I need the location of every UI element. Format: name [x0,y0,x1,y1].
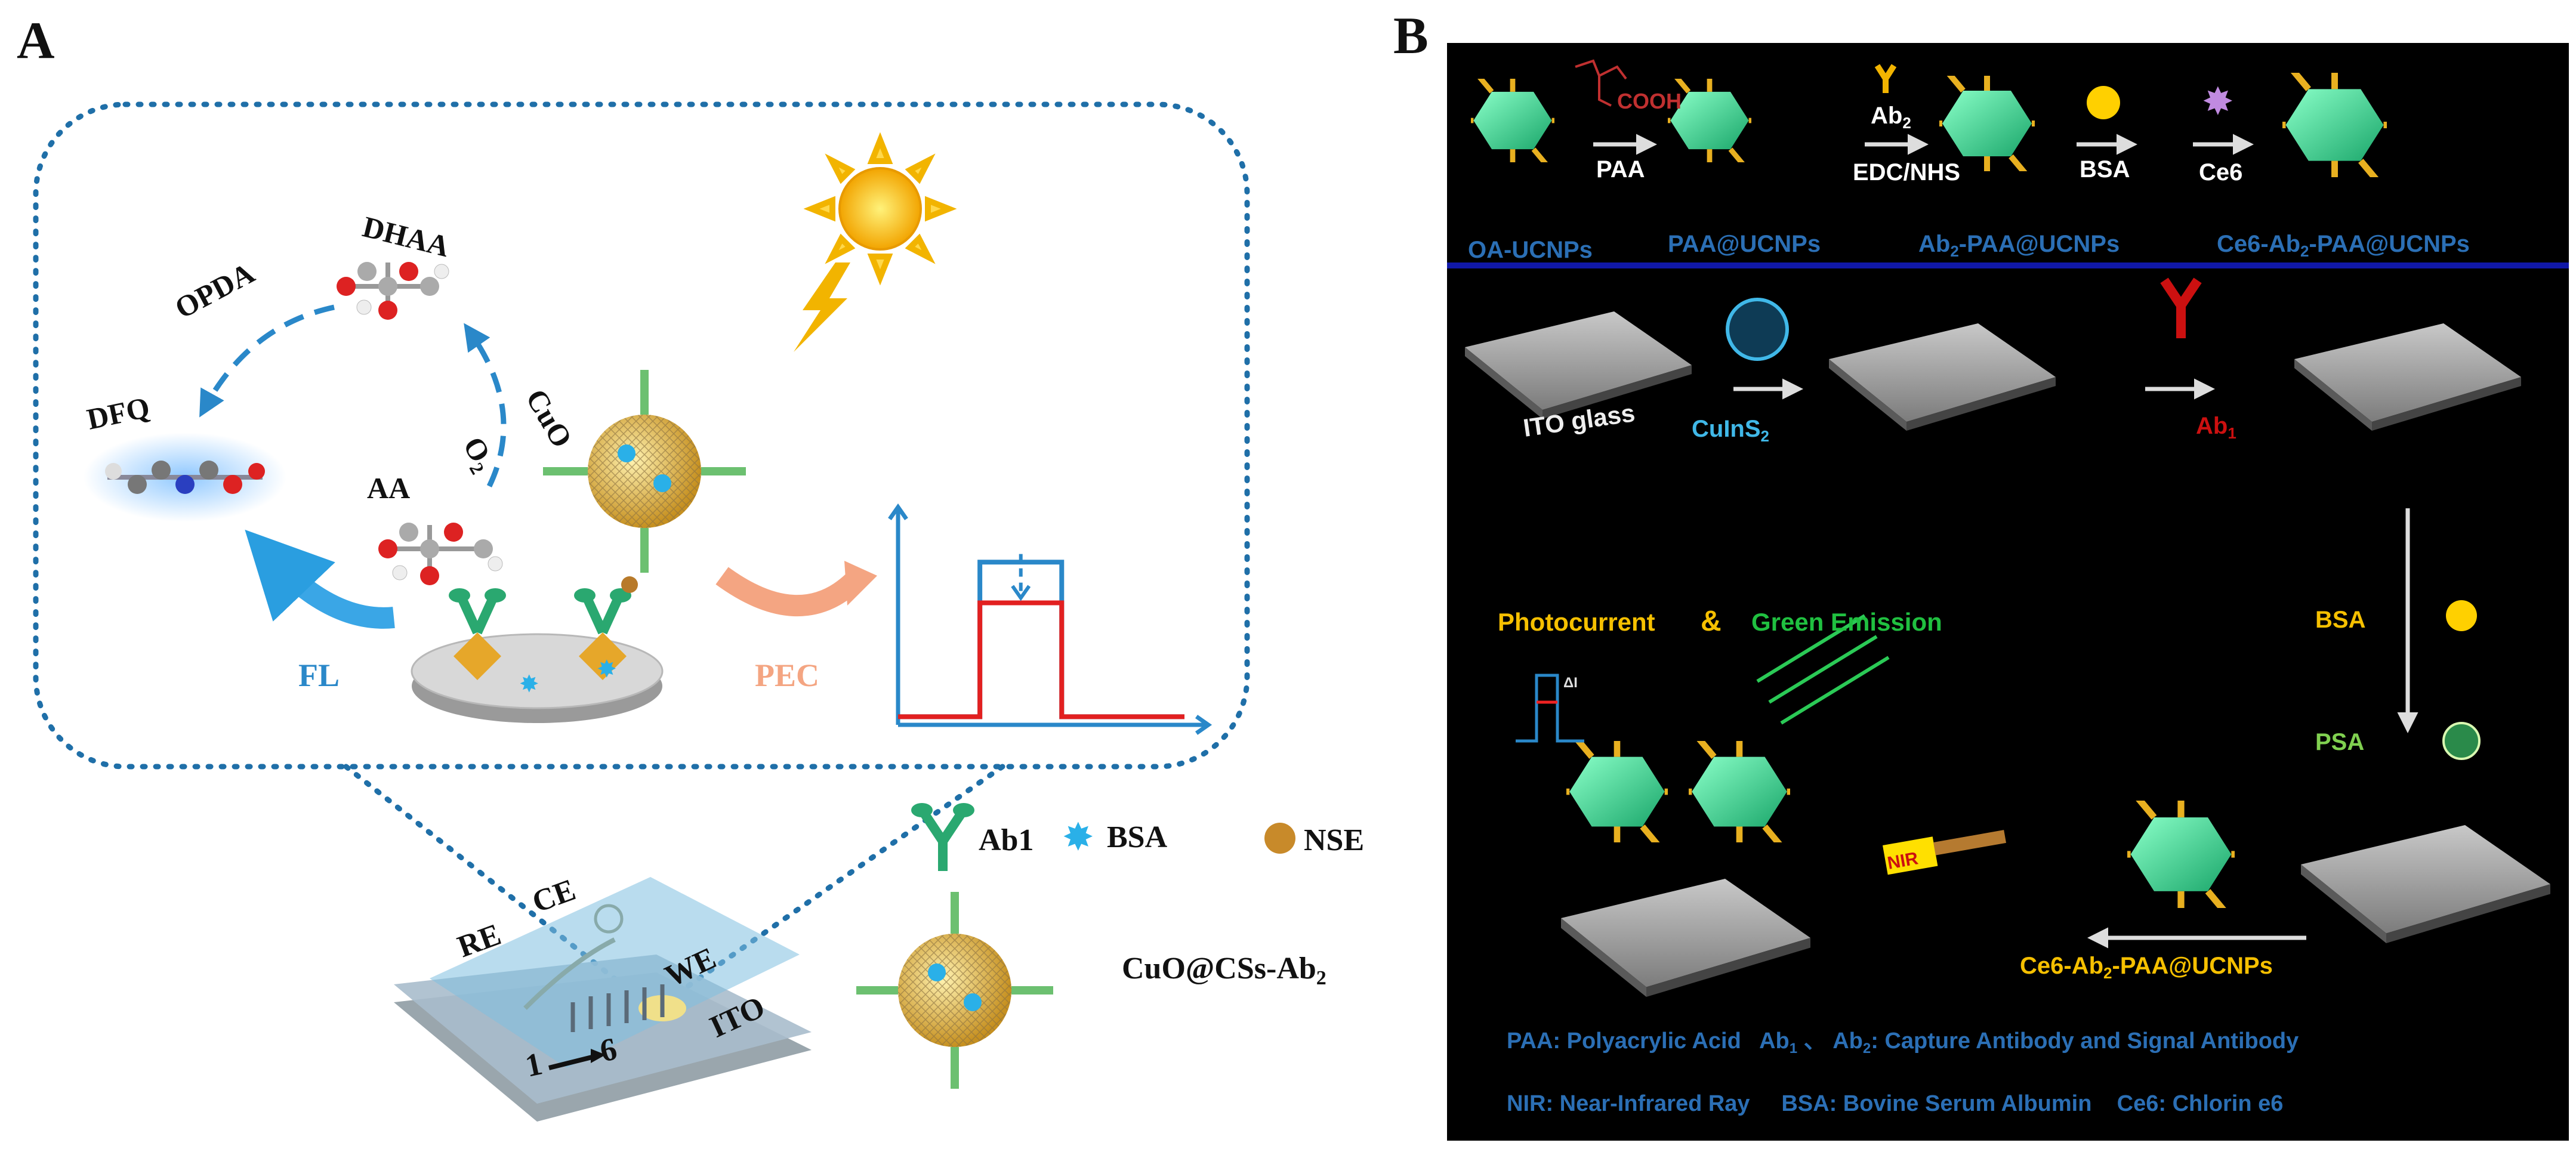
aa-molecule [378,523,503,585]
dhaa-label: DHAA [359,209,452,263]
lightning-icon [794,262,850,352]
bsa-block-icon [2446,600,2477,631]
edc-step-label: EDC/NHS [1853,159,1960,186]
photocurrent-mini-icon [1516,674,1584,743]
cuo-css-probe-legend [856,892,1053,1089]
panel-label-a: A [17,12,55,70]
ab2-reagent-icon [1874,64,1897,93]
cuo-label: CuO [519,384,579,453]
pec-arrowhead [844,561,877,606]
paa-step-label: PAA [1596,156,1645,183]
pec-series-lower [898,600,1184,719]
ito-glass-icon [1465,311,1692,419]
psa-chip-icon [2301,825,2550,943]
cuo-css-probe-top [543,370,746,573]
green-emission-label: Green Emission [1751,608,1942,636]
ce6-step-label: Ce6 [2199,159,2242,186]
panel-a: A [17,12,1364,1122]
dfq-molecule [84,433,286,522]
cooh-label: COOH [1617,89,1682,113]
ab2-reagent-label: Ab2 [1871,103,1911,132]
bsa-legend-icon: ✸ [1062,816,1094,858]
delta-i-label: ΔI [1563,675,1578,691]
probe-label: Ce6-Ab2-PAA@UCNPs [2020,953,2273,982]
panel-b-diagram: ✸ [1447,59,2569,1116]
bsa-step-label: BSA [2080,156,2130,183]
svg-text:✸: ✸ [519,671,539,697]
pec-chart [888,503,1213,735]
bound-probe-left-icon [1554,734,1681,848]
oa-ucnp-icon [1461,73,1565,168]
footnote-line-1: PAA: Polyacrylic Acid Ab1 、 Ab2: Capture… [1507,1029,2299,1057]
panel-b: ✸ [1447,43,2569,1141]
microfluidic-chip [394,877,812,1122]
ab1-legend-icon [911,803,974,871]
ab1-label: Ab1 [2196,413,2236,442]
ce6-ucnps-label: Ce6-Ab2-PAA@UCNPs [2217,231,2470,260]
footnote-line-2: NIR: Near-Infrared Ray BSA: Bovine Serum… [1507,1091,2283,1116]
cuo-arrow [464,323,507,487]
sun-icon [803,132,957,286]
pec-change-arrowhead [1011,585,1031,601]
bsa-reagent-icon [2087,86,2120,119]
pec-arrow [715,567,861,617]
green-emission-icon [1756,614,1890,725]
photocurrent-label: Photocurrent [1498,608,1655,636]
nir-laser-icon [1933,830,2006,855]
oa-ucnps-label: OA-UCNPs [1468,237,1593,263]
paa-ucnps-label: PAA@UCNPs [1668,231,1821,257]
paa-reagent-icon [1575,59,1627,107]
dotted-callout-frame [33,101,1250,770]
panel-label-b: B [1393,7,1429,65]
ab1-chip-icon [2294,323,2521,431]
fl-label: FL [298,657,340,693]
bound-probe-right-icon [1676,734,1803,848]
bsa-legend-label: BSA [1107,820,1168,854]
ampersand-label: & [1701,606,1722,637]
ce-label: CE [528,873,580,919]
ce6-ucnp-icon [2269,66,2400,184]
aa-label: AA [367,471,410,505]
sensor-chip-icon [1561,879,1810,997]
cuins2-label: CuInS2 [1692,416,1769,445]
ab1-reagent-icon [2160,277,2202,338]
svg-text:✸: ✸ [597,656,617,682]
dfq-label: DFQ [84,390,153,436]
opda-label: OPDA [169,256,260,325]
bsa-block-label: BSA [2315,607,2365,633]
psa-icon [2442,722,2481,760]
paa-ucnp-icon [1658,73,1762,168]
nir-label-box [1883,836,1938,875]
ce6-reagent-icon: ✸ [2202,81,2234,123]
pec-label: PEC [755,657,819,693]
cuins2-icon [1726,298,1789,361]
ab1-legend-label: Ab1 [979,823,1034,857]
fl-arrow [245,529,395,629]
opda-arrow [199,304,335,418]
pec-series-upper [898,560,1184,719]
antibody-on-disk-left [449,588,506,680]
probe-ucnp-icon [2114,794,2248,915]
ab2-ucnps-label: Ab2-PAA@UCNPs [1918,231,2120,260]
nse-legend-label: NSE [1304,823,1364,857]
panel-b-divider [1447,262,2569,268]
psa-label: PSA [2315,729,2364,755]
probe-legend-label: CuO@CSs-Ab2 [1122,952,1326,989]
dhaa-molecule [337,262,449,320]
nse-legend-icon [1264,823,1295,854]
pec-chart-marks [898,554,1184,719]
nse-dot [621,576,638,593]
cuins2-chip-icon [1829,323,2056,431]
panel-a-diagram: ✸ ✸ [33,101,1364,1122]
